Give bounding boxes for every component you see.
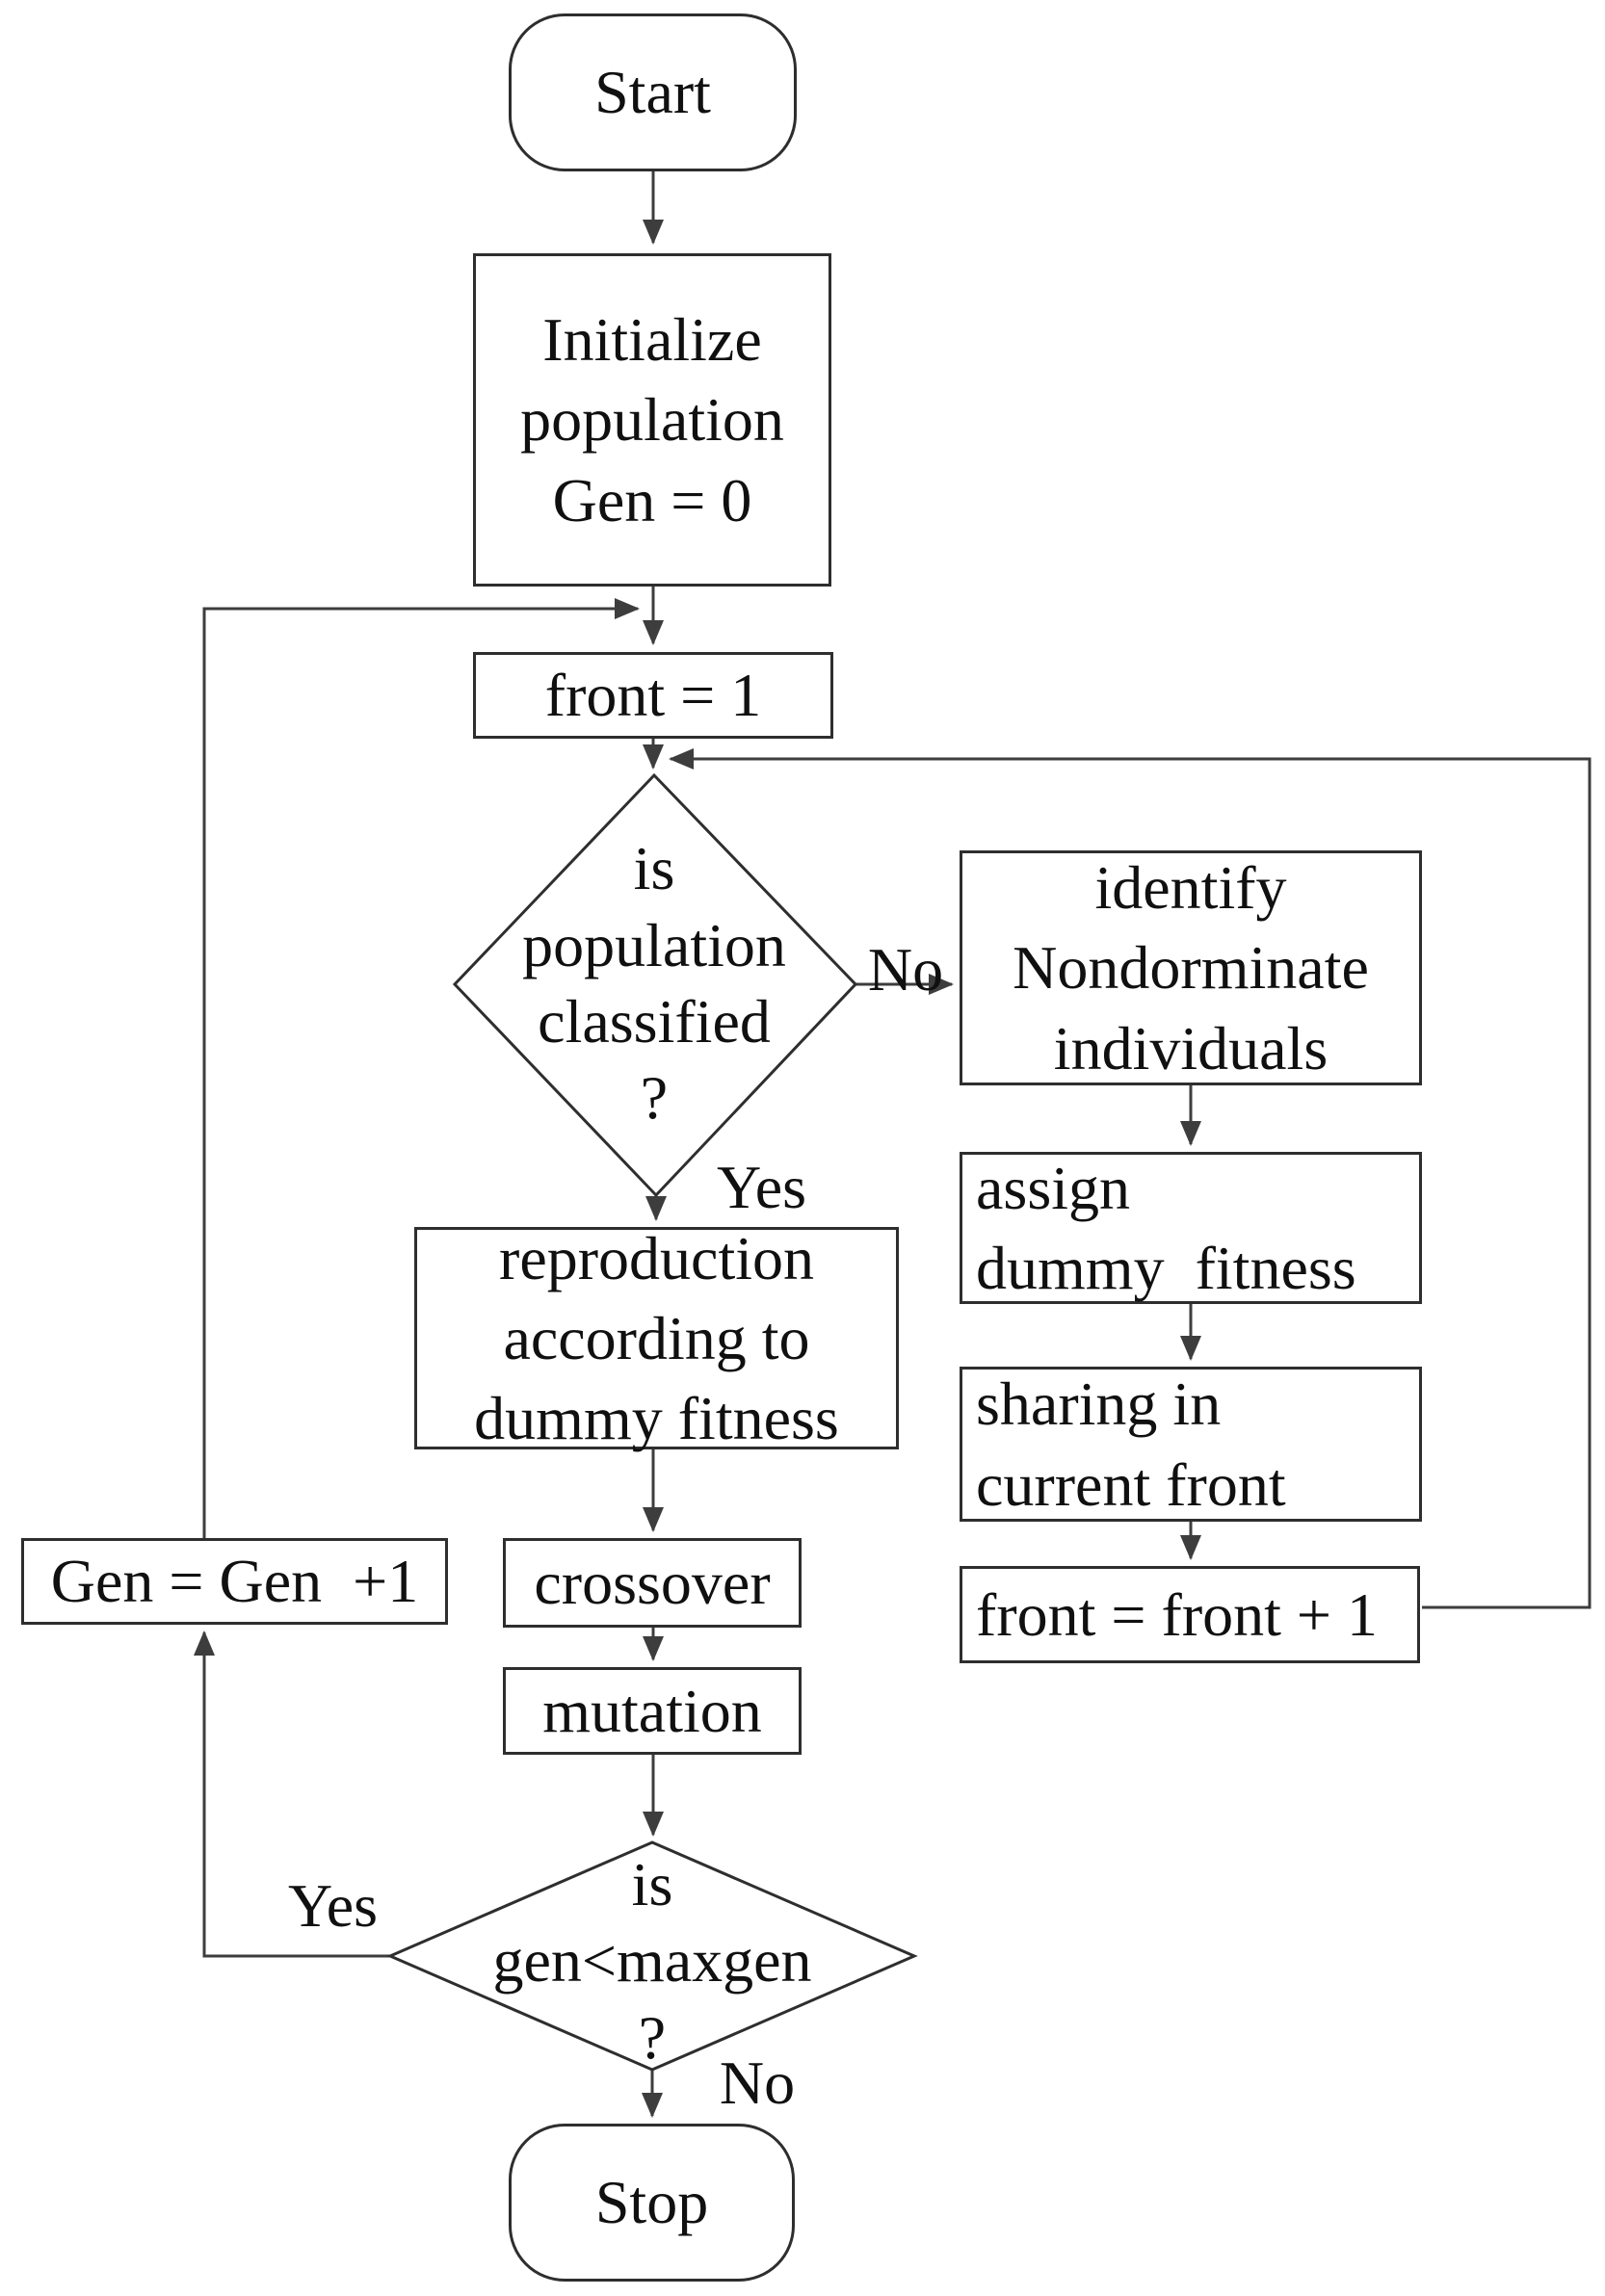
edge-label-gen-no: No [719,2048,796,2117]
node-sharing-current-front: sharing in current front [960,1367,1422,1522]
edge-gen-loop-return [202,598,640,1538]
decision-text-gen-check: is gen<maxgen ? [492,1849,812,2072]
edge-label-gen-yes: Yes [287,1871,379,1940]
edge-label-population-yes: Yes [716,1153,807,1221]
node-mutation: mutation [503,1667,802,1755]
node-identify-nondominate: identify Nondorminate individuals [960,850,1422,1085]
decision-diamond-gen-check [386,1840,918,2072]
node-front-increment: front = front + 1 [960,1566,1420,1663]
node-initialize-population: Initialize population Gen = 0 [473,253,831,587]
node-stop: Stop [509,2124,795,2282]
node-front-init: front = 1 [473,652,833,739]
node-assign-dummy-fitness: assign dummy fitness [960,1152,1422,1304]
decision-text-population-classified: is population classified ? [522,834,786,1133]
decision-diamond-population-classified [452,772,858,1198]
edge-label-population-no: No [867,935,944,1004]
edge-front-increment-loop-return [669,748,1592,1609]
node-reproduction: reproduction according to dummy fitness [414,1224,899,1452]
node-start: Start [509,13,797,171]
node-gen-increment: Gen = Gen +1 [21,1538,448,1625]
edge-gen-check-yes-to-gen-increment [194,1631,390,1958]
node-crossover: crossover [503,1538,802,1628]
